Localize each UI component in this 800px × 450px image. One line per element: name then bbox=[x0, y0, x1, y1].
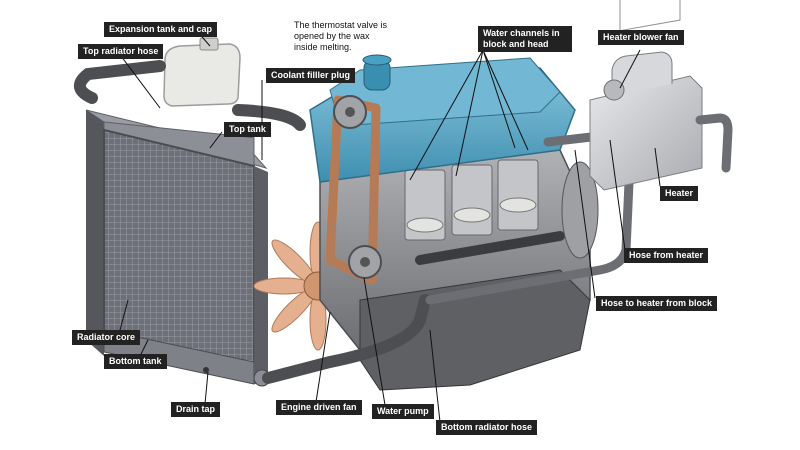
label-radiator-core: Radiator core bbox=[72, 330, 141, 345]
label-drain-tap: Drain tap bbox=[171, 402, 221, 417]
thermostat-note: The thermostat valve is opened by the wa… bbox=[294, 20, 388, 52]
engine-block bbox=[319, 149, 599, 391]
water-pump bbox=[325, 95, 382, 285]
label-engine-driven-fan: Engine driven fan bbox=[276, 400, 362, 415]
label-bottom-radiator-hose: Bottom radiator hose bbox=[436, 420, 538, 435]
label-top-radiator-hose: Top radiator hose bbox=[78, 44, 164, 59]
label-top-tank: Top tank bbox=[224, 122, 271, 137]
label-heater-blower-fan: Heater blower fan bbox=[598, 30, 684, 45]
leader-lines bbox=[117, 29, 661, 423]
bottom-radiator-hose bbox=[262, 294, 431, 384]
label-bottom-tank: Bottom tank bbox=[104, 354, 167, 369]
label-coolant-filler-plug: Coolant filller plug bbox=[266, 68, 355, 83]
heater-unit bbox=[589, 0, 733, 191]
label-hose-to-heater-from-block: Hose to heater from block bbox=[596, 296, 718, 311]
label-water-pump: Water pump bbox=[372, 404, 434, 419]
top-hose-to-engine bbox=[232, 104, 306, 131]
label-hose-from-heater: Hose from heater bbox=[624, 248, 709, 263]
label-heater: Heater bbox=[660, 186, 699, 201]
label-expansion-tank: Expansion tank and cap bbox=[104, 22, 218, 37]
top-radiator-hose bbox=[74, 60, 166, 104]
expansion-tank bbox=[163, 37, 241, 107]
label-water-channels: Water channels in block and head bbox=[478, 26, 572, 52]
radiator bbox=[85, 109, 271, 387]
